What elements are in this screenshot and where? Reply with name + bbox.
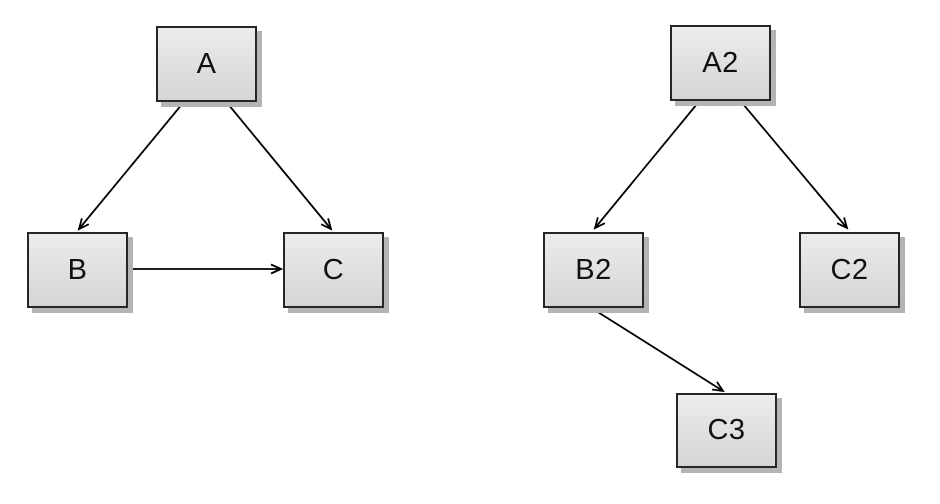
node-B2[interactable]: B2 bbox=[543, 232, 644, 308]
node-A2[interactable]: A2 bbox=[670, 25, 771, 101]
edge-B2-C3 bbox=[592, 308, 723, 391]
node-label: C bbox=[322, 253, 345, 286]
node-B[interactable]: B bbox=[27, 232, 128, 308]
edge-A-B bbox=[79, 102, 184, 229]
edge-A2-C2 bbox=[742, 103, 847, 228]
node-label: B bbox=[67, 253, 88, 286]
node-C2[interactable]: C2 bbox=[799, 232, 900, 308]
node-label: A bbox=[196, 47, 217, 80]
node-C[interactable]: C bbox=[283, 232, 384, 308]
node-label: B2 bbox=[575, 253, 612, 286]
node-label: C3 bbox=[707, 414, 746, 446]
node-label: A2 bbox=[702, 46, 739, 79]
node-A[interactable]: A bbox=[156, 26, 257, 102]
node-C3[interactable]: C3 bbox=[676, 393, 777, 468]
edge-A-C bbox=[227, 103, 331, 229]
node-label: C2 bbox=[830, 253, 869, 286]
edge-A2-B2 bbox=[595, 103, 698, 228]
